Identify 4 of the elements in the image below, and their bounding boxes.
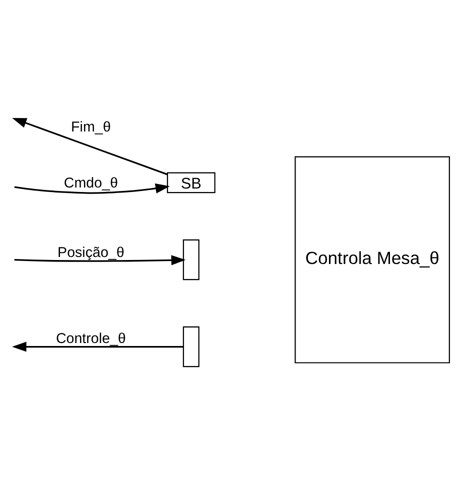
edge-label: Controle_θ xyxy=(55,330,126,347)
edge-label: Posição_θ xyxy=(57,244,124,261)
edge-label: Fim_θ xyxy=(70,119,110,136)
edge-label: Cmdo_θ xyxy=(63,176,118,192)
